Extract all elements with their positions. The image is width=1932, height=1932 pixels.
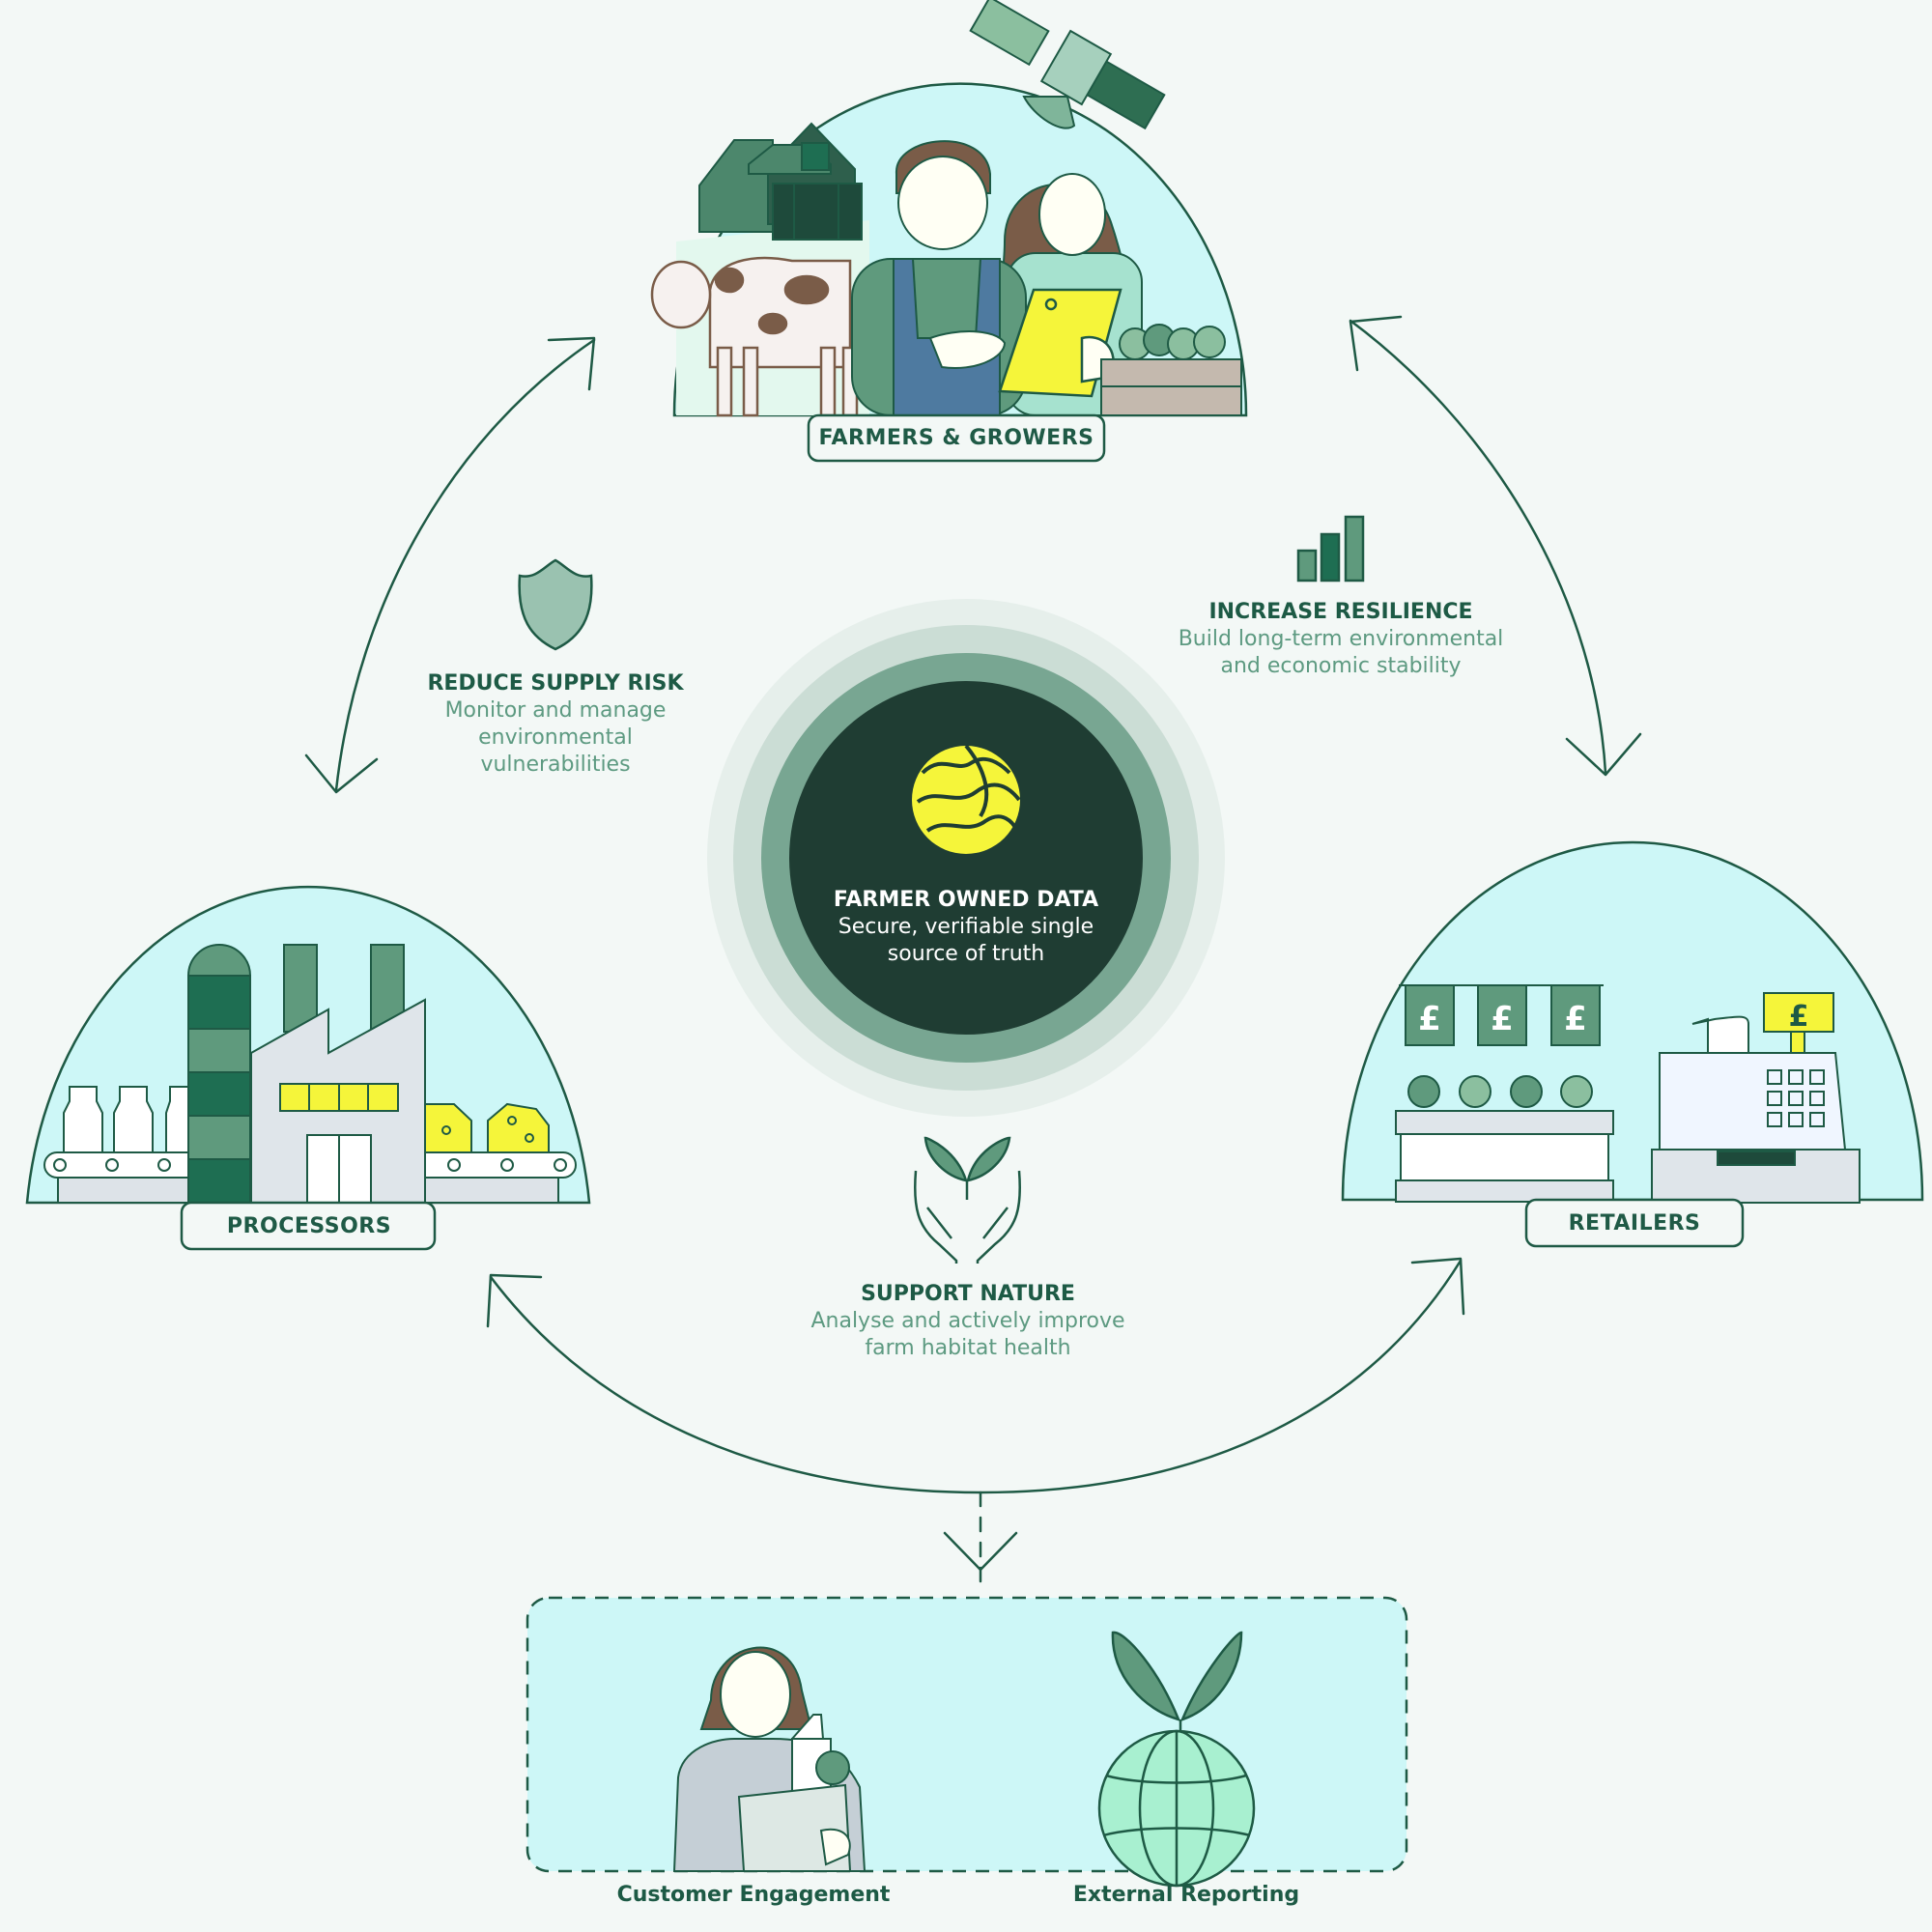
center-hub: FARMER OWNED DATA Secure, verifiable sin… [707, 599, 1225, 1117]
farmer-man-icon [851, 140, 1027, 416]
price-flag-3: £ [1564, 1000, 1587, 1038]
arrow-farmers-processors [334, 338, 596, 792]
outputs-dashed-box [526, 1596, 1408, 1873]
cash-register-icon [1651, 992, 1861, 1204]
center-title: FARMER OWNED DATA [834, 888, 1098, 912]
processors-label-box [180, 1201, 437, 1251]
benefit-resilience: INCREASE RESILIENCE Build long-term envi… [1179, 515, 1504, 678]
satellite-icon [969, 0, 1166, 130]
shield-icon [518, 558, 593, 651]
arrowhead-down [943, 1531, 1018, 1572]
customer-shopper-icon [672, 1646, 867, 1872]
register-price-sign: £ [1789, 1000, 1809, 1034]
outputs-panel: Customer Engagement External Reporting [526, 1596, 1408, 1907]
arrowhead-retailers-top [1565, 732, 1642, 777]
globe-sprout-icon [1097, 1631, 1256, 1888]
arrowhead-farmers-end [547, 336, 596, 391]
node-farmers[interactable]: FARMERS & GROWERS [650, 0, 1248, 463]
resilience-line-1: Build long-term environmental [1179, 627, 1504, 651]
apple-shelf-icon [1395, 1075, 1614, 1203]
hands-sprout-icon [913, 1136, 1022, 1264]
price-bunting-icon [1399, 984, 1604, 1046]
arrowhead-processors-end [304, 753, 379, 794]
risk-line-1: Monitor and manage [445, 698, 667, 723]
milk-bottles-icon [63, 1086, 194, 1155]
arrow-farmers-retailers [1349, 319, 1607, 775]
resilience-title: INCREASE RESILIENCE [1208, 600, 1472, 624]
node-processors[interactable]: PROCESSORS [25, 885, 591, 1251]
topography-globe-icon [912, 744, 1021, 854]
customer-engagement-label: Customer Engagement [617, 1883, 891, 1907]
flow-arrows [304, 315, 1642, 1586]
risk-title: REDUCE SUPPLY RISK [427, 671, 684, 696]
barn-icon [698, 122, 863, 241]
nature-title: SUPPORT NATURE [861, 1282, 1075, 1306]
processors-label: PROCESSORS [227, 1214, 391, 1238]
risk-line-2: environmental [478, 725, 633, 750]
benefit-reduce-risk: REDUCE SUPPLY RISK Monitor and manage en… [427, 558, 684, 777]
farmers-label: FARMERS & GROWERS [819, 426, 1094, 450]
cheese-icon [424, 1102, 550, 1153]
apple-crate-icon [1100, 324, 1242, 416]
center-line-2: source of truth [888, 942, 1044, 966]
arrowhead-farmers-right [1349, 315, 1403, 372]
risk-line-3: vulnerabilities [480, 753, 630, 777]
nature-line-2: farm habitat health [865, 1336, 1070, 1360]
farmers-label-box [807, 413, 1106, 463]
price-flag-2: £ [1491, 1000, 1514, 1038]
retailers-label-box [1524, 1198, 1745, 1248]
resilience-line-2: and economic stability [1220, 654, 1461, 678]
center-line-1: Secure, verifiable single [838, 915, 1094, 939]
bar-chart-icon [1296, 515, 1365, 582]
retailers-label: RETAILERS [1569, 1211, 1701, 1236]
arrowhead-processors-bottom [486, 1273, 543, 1328]
arrowhead-retailers-bottom [1410, 1257, 1465, 1316]
silo-icon [187, 944, 251, 1204]
external-reporting-label: External Reporting [1073, 1883, 1299, 1907]
benefit-support-nature: SUPPORT NATURE Analyse and actively impr… [810, 1136, 1125, 1360]
nature-line-1: Analyse and actively improve [810, 1309, 1124, 1333]
factory-icon [250, 944, 426, 1204]
price-flag-1: £ [1418, 1000, 1441, 1038]
node-retailers[interactable]: £ £ £ £ [1341, 840, 1924, 1248]
